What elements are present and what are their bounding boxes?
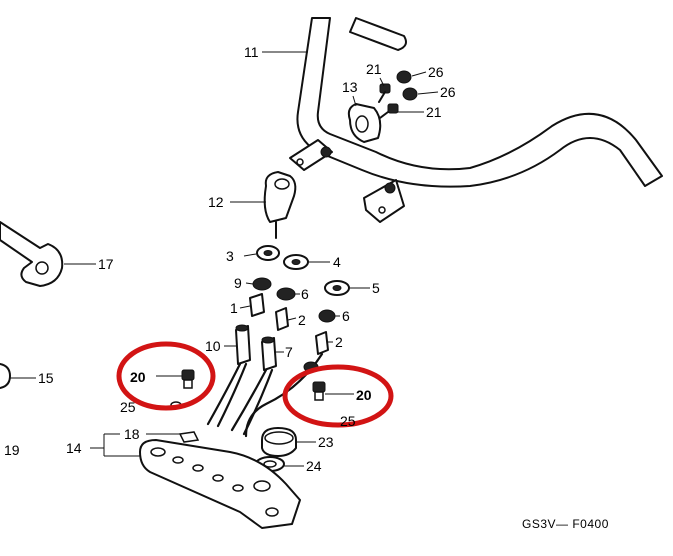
- label-26-lower: 26: [440, 84, 456, 100]
- label-15: 15: [38, 370, 54, 386]
- collar-2-upper: [275, 307, 289, 331]
- label-7: 7: [285, 344, 293, 360]
- label-14: 14: [66, 440, 82, 456]
- cap-26-lower: [402, 87, 418, 101]
- lever-17: [0, 221, 64, 287]
- bolt-21-lower: [379, 103, 399, 119]
- label-1: 1: [230, 300, 238, 316]
- rubber-6-lower: [318, 309, 336, 323]
- highlight-ring-right: [282, 364, 394, 428]
- holder-plate: [139, 439, 301, 529]
- label-25-right: 25: [340, 413, 356, 429]
- upper-holder: [347, 103, 382, 143]
- collar-1: [249, 293, 265, 317]
- washer-3: [256, 245, 280, 261]
- label-20-left: 20: [130, 369, 146, 385]
- label-24: 24: [306, 458, 322, 474]
- pad-18: [178, 431, 200, 443]
- label-5: 5: [372, 280, 380, 296]
- nut-20-right: [312, 381, 326, 401]
- label-21-lower: 21: [426, 104, 442, 120]
- label-6-lower: 6: [342, 308, 350, 324]
- part-15: [0, 363, 11, 389]
- lower-holder: [263, 171, 297, 239]
- label-13: 13: [342, 79, 358, 95]
- label-26-upper: 26: [428, 64, 444, 80]
- collar-2-lower: [315, 331, 329, 355]
- label-17: 17: [98, 256, 114, 272]
- diagram-code: GS3V— F0400: [522, 517, 609, 531]
- label-10: 10: [205, 338, 221, 354]
- label-9: 9: [234, 275, 242, 291]
- washer-5: [324, 280, 350, 296]
- callout-labels: 11 13 21 26 26 21 12 17 3 4 9 6 5 1 2 6 …: [4, 44, 456, 474]
- rod-10: [235, 324, 251, 365]
- label-6-upper: 6: [301, 286, 309, 302]
- label-3: 3: [226, 248, 234, 264]
- rubber-9: [252, 277, 272, 291]
- label-23: 23: [318, 434, 334, 450]
- leader-lines: [10, 51, 439, 467]
- highlight-ring-left: [116, 341, 216, 411]
- cap-26-upper: [396, 70, 412, 84]
- label-25-left: 25: [120, 399, 136, 415]
- label-12: 12: [208, 194, 224, 210]
- label-19: 19: [4, 442, 20, 458]
- rubber-6-upper: [276, 287, 296, 301]
- label-4: 4: [333, 254, 341, 270]
- label-20-right: 20: [356, 387, 372, 403]
- nut-20-left: [181, 369, 195, 389]
- label-2-upper: 2: [298, 312, 306, 328]
- rod-7: [261, 336, 277, 371]
- handlebar: [289, 17, 663, 223]
- rubber-23: [261, 427, 297, 457]
- label-21-upper: 21: [366, 61, 382, 77]
- label-11: 11: [244, 44, 259, 60]
- bolt-21-upper: [378, 83, 391, 103]
- label-2-lower: 2: [335, 334, 343, 350]
- label-18: 18: [124, 426, 140, 442]
- washer-4: [283, 254, 309, 270]
